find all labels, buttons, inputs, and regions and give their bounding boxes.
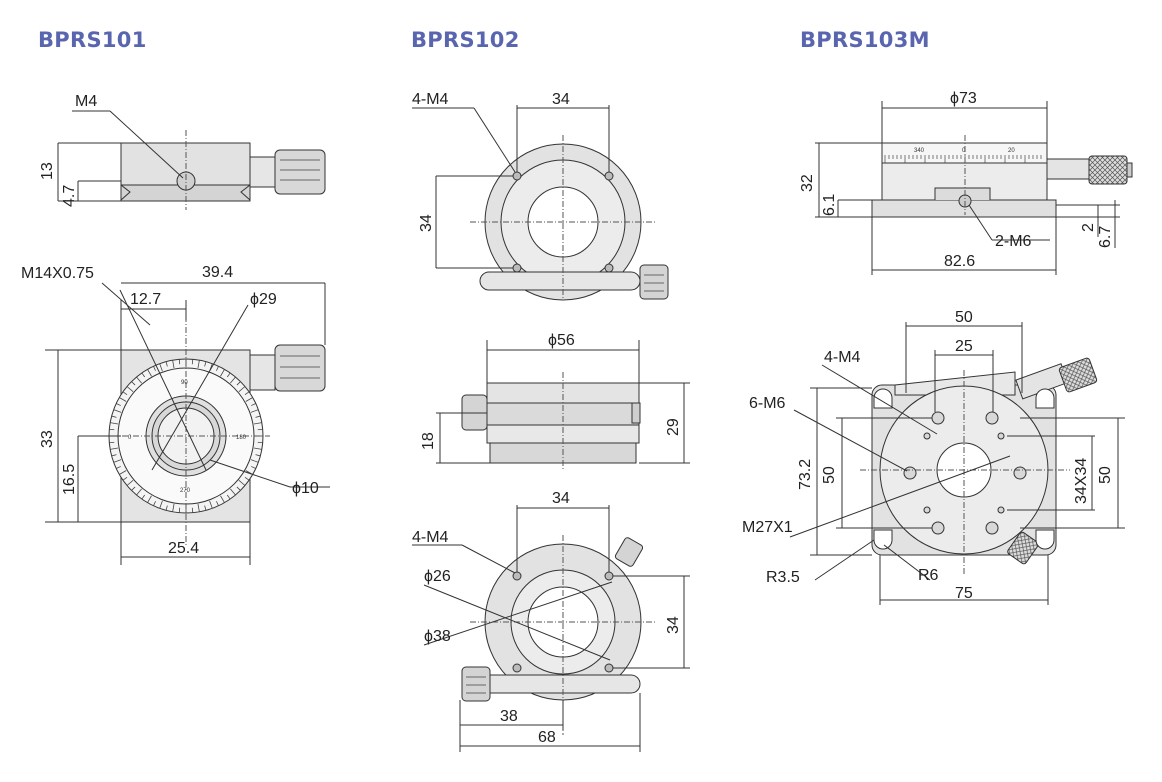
bprs101-half-depth-label: 16.5 [61, 464, 78, 495]
bprs101-height-label: 13 [39, 162, 56, 180]
bprs103m-center-thread-label: M27X1 [742, 519, 793, 536]
bprs103m-gap-label: 2 [1080, 223, 1097, 232]
bprs101-dial-label-270: 270 [180, 488, 191, 494]
bprs103m-base-length-label: 82.6 [944, 253, 975, 270]
bprs102-top-view [412, 105, 669, 301]
bprs103m-grid-depth-label: 50 [1097, 466, 1114, 484]
bprs102-side-view [436, 340, 690, 470]
model-title-bprs102: BPRS102 [411, 28, 520, 52]
bprs102-top-thread-label: 4-M4 [412, 91, 449, 108]
bprs102-hole-pitch-x-label: 34 [552, 91, 570, 108]
bprs103m-base-thickness-label: 6.1 [821, 194, 838, 216]
bprs103m-height-label: 32 [799, 174, 816, 192]
bprs103m-scale-label-20: 20 [1008, 148, 1015, 154]
bprs103m-overall-depth-label: 73.2 [797, 459, 814, 490]
bprs103m-scale-label-340: 340 [914, 148, 925, 154]
bprs102-bottom-pitch-x-label: 34 [552, 490, 570, 507]
bprs101-dial-label-180: 180 [236, 435, 247, 441]
bprs103m-slot-radius-label: R3.5 [766, 569, 800, 586]
bprs102-ring-dia-label: ϕ38 [424, 628, 451, 645]
bprs103m-top-thread-label: 4-M4 [824, 349, 861, 366]
bprs103m-pitch-outer-label: 50 [955, 309, 973, 326]
bprs103m-pitch-inner-label: 25 [955, 338, 973, 355]
bprs103m-side-thread-label: 2-M6 [995, 233, 1032, 250]
bprs103m-grid-label: 34X34 [1073, 458, 1090, 504]
bprs101-bore-offset-label: 12.7 [130, 291, 161, 308]
bprs101-side-view [57, 110, 326, 210]
bprs101-dial-label-90: 90 [181, 380, 188, 386]
bprs103m-base-width-label: 75 [955, 585, 973, 602]
bprs102-side-height-label: 18 [420, 432, 437, 450]
bprs101-dial-label-0: 0 [128, 435, 132, 441]
bprs101-top-thread-label: M4 [75, 93, 97, 110]
bprs102-total-length-label: 68 [538, 729, 556, 746]
bprs101-aperture-label: ϕ10 [292, 480, 319, 497]
bprs101-dial-dia-label: ϕ29 [250, 291, 277, 308]
bprs103m-lower-label: 6.7 [1097, 226, 1114, 248]
bprs102-inner-dia-label: ϕ26 [424, 568, 451, 585]
bprs103m-scale-label-0: 0 [962, 148, 966, 154]
bprs101-offset-label: 4.7 [61, 185, 78, 207]
bprs102-bottom-pitch-y-label: 34 [665, 616, 682, 634]
bprs102-hole-pitch-y-label: 34 [418, 214, 435, 232]
bprs101-width-label: 25.4 [168, 540, 199, 557]
bprs102-total-height-label: 29 [665, 418, 682, 436]
bprs101-top-view [45, 282, 330, 565]
bprs103m-corner-radius-label: R6 [918, 567, 939, 584]
bprs101-width-total-label: 39.4 [202, 264, 233, 281]
bprs102-bottom-thread-label: 4-M4 [412, 529, 449, 546]
bprs103m-top-dia-label: ϕ73 [950, 90, 977, 107]
bprs103m-side-thread2-label: 6-M6 [749, 395, 786, 412]
model-title-bprs103m: BPRS103M [800, 28, 930, 52]
bprs103m-side-view [815, 101, 1133, 275]
bprs102-outer-dia-label: ϕ56 [548, 332, 575, 349]
bprs101-center-thread-label: M14X0.75 [21, 265, 94, 282]
bprs101-depth-label: 33 [39, 430, 56, 448]
bprs102-center-to-knob-label: 38 [500, 708, 518, 725]
model-title-bprs101: BPRS101 [38, 28, 147, 52]
bprs103m-depth-label: 50 [821, 466, 838, 484]
bprs102-bottom-view [412, 505, 690, 752]
bprs103m-top-view [789, 322, 1125, 605]
